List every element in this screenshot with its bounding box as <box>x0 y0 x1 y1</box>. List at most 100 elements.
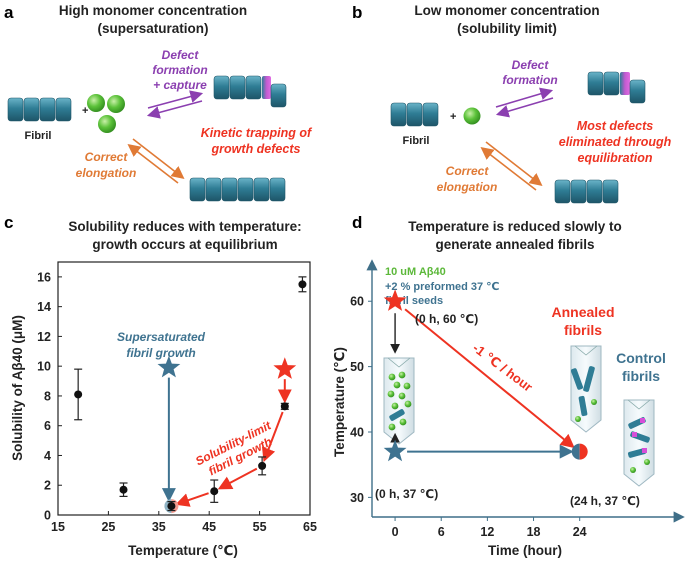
annealed-label-2: fibrils <box>564 322 602 338</box>
chart-d-xticks: 0 6 12 18 24 <box>392 517 587 539</box>
fibril-label-a: Fibril <box>25 130 52 142</box>
cold-start-star-icon <box>383 439 407 462</box>
y-tick-label: 50 <box>350 360 364 374</box>
chart-c-ylabel: Solubility of Aβ40 (μM) <box>10 315 25 461</box>
panel-c: c Solubility reduces with temperature: g… <box>4 213 317 558</box>
long-fibril-icon-a <box>189 177 286 202</box>
cooling-step-arrow <box>175 492 209 507</box>
plus-sign-b: + <box>450 111 456 123</box>
elongation-forward-arrow-a <box>132 138 185 179</box>
y-tick-label: 40 <box>350 426 364 440</box>
control-label-1: Control <box>616 350 666 366</box>
panel-d: d Temperature is reduced slowly to gener… <box>332 213 685 558</box>
y-tick-label: 10 <box>37 360 51 374</box>
most-defects-label-3: equilibration <box>578 151 653 165</box>
hot-start-star-icon <box>383 289 407 311</box>
end-half-steel <box>571 443 580 460</box>
solubility-limit-star-icon <box>273 357 297 379</box>
y-tick-label: 60 <box>350 295 364 309</box>
chart-c-markers <box>157 355 297 514</box>
defect-label-b-2: formation <box>502 73 557 87</box>
x-tick-label: 6 <box>438 525 445 539</box>
panel-letter-c: c <box>4 213 13 232</box>
info-line-2: +2 % preformed 37 ℃ <box>385 281 500 293</box>
y-tick-label: 16 <box>37 270 51 284</box>
defect-forward-arrow-b <box>495 87 554 108</box>
defect-back-arrow-a <box>146 100 203 119</box>
x-tick-label: 65 <box>303 520 317 534</box>
chart-d-marks <box>383 289 588 462</box>
elongation-forward-arrow-b <box>485 141 543 186</box>
elongation-back-arrow-b <box>480 147 537 191</box>
y-tick-label: 2 <box>44 479 51 493</box>
panel-letter-a: a <box>4 3 14 22</box>
panel-c-title-line1: Solubility reduces with temperature: <box>68 219 301 234</box>
long-fibril-icon-b <box>554 179 619 204</box>
panel-a-title-line1: High monomer concentration <box>59 3 247 18</box>
info-line-1: 10 uM Aβ40 <box>385 266 446 278</box>
y-tick-label: 0 <box>44 509 51 523</box>
chart-c-xticks: 15 25 35 45 55 65 <box>51 511 317 534</box>
kinetic-label-2: growth defects <box>211 142 301 156</box>
correct-label-b-2: elongation <box>437 180 498 194</box>
x-tick-label: 0 <box>392 525 399 539</box>
defect-label-a-1: Defect <box>162 48 200 62</box>
elongation-back-arrow-a <box>127 144 179 184</box>
defect-label-a-2: formation <box>152 63 207 77</box>
chart-c-yticks: 0 2 4 6 8 10 12 14 16 <box>37 270 62 523</box>
data-point <box>74 390 83 399</box>
end-half-red <box>579 443 588 460</box>
control-label-2: fibrils <box>622 368 660 384</box>
x-tick-label: 45 <box>202 520 216 534</box>
fibril-icon <box>7 97 72 122</box>
chart-c-xlabel: Temperature (℃) <box>128 543 238 558</box>
data-point <box>167 502 176 511</box>
defect-forward-arrow-a <box>147 90 204 109</box>
supersaturated-star-icon <box>157 355 181 378</box>
defect-label-a-3: + capture <box>153 78 207 92</box>
most-defects-label-1: Most defects <box>577 119 653 133</box>
correct-label-a-2: elongation <box>76 166 137 180</box>
chart-d-xlabel: Time (hour) <box>488 543 562 558</box>
point-label-start-hot: (0 h, 60 ℃) <box>415 312 478 326</box>
y-tick-label: 8 <box>44 389 51 403</box>
start-tube-icon <box>383 357 415 445</box>
data-point <box>280 402 289 411</box>
data-point <box>119 485 128 494</box>
x-tick-label: 55 <box>253 520 267 534</box>
panel-d-title-line2: generate annealed fibrils <box>435 237 594 252</box>
point-label-end: (24 h, 37 ℃) <box>570 494 640 508</box>
monomer-icon-b <box>463 107 481 125</box>
fibril-label-b: Fibril <box>403 135 430 147</box>
defect-back-arrow-b <box>495 97 554 118</box>
point-label-start-cold: (0 h, 37 ℃) <box>375 487 438 501</box>
chart-c-points <box>74 276 307 512</box>
annealed-label-1: Annealed <box>551 304 614 320</box>
defect-label-b-1: Defect <box>512 58 550 72</box>
y-tick-label: 12 <box>37 330 51 344</box>
x-tick-label: 18 <box>527 525 541 539</box>
x-tick-label: 15 <box>51 520 65 534</box>
monomer-icons-a <box>87 94 125 133</box>
control-tube-icon <box>623 399 655 487</box>
panel-d-title-line1: Temperature is reduced slowly to <box>408 219 622 234</box>
y-tick-label: 4 <box>44 449 51 463</box>
y-tick-label: 6 <box>44 419 51 433</box>
chart-d-ylabel: Temperature (℃) <box>332 347 347 457</box>
most-defects-label-2: eliminated through <box>559 135 672 149</box>
defect-fibril-icon-b <box>587 71 646 104</box>
defect-fibril-icon-a <box>213 75 287 108</box>
correct-label-a-1: Correct <box>85 150 129 164</box>
x-tick-label: 24 <box>573 525 587 539</box>
correct-label-b-1: Correct <box>446 164 490 178</box>
data-point <box>258 461 267 470</box>
cooling-step-arrow <box>261 411 284 463</box>
x-tick-label: 25 <box>101 520 115 534</box>
x-tick-label: 12 <box>480 525 494 539</box>
x-tick-label: 35 <box>152 520 166 534</box>
panel-a-title-line2: (supersaturation) <box>97 21 208 36</box>
panel-c-title-line2: growth occurs at equilibrium <box>92 237 277 252</box>
kinetic-label-1: Kinetic trapping of <box>201 126 313 140</box>
y-tick-label: 14 <box>37 300 51 314</box>
